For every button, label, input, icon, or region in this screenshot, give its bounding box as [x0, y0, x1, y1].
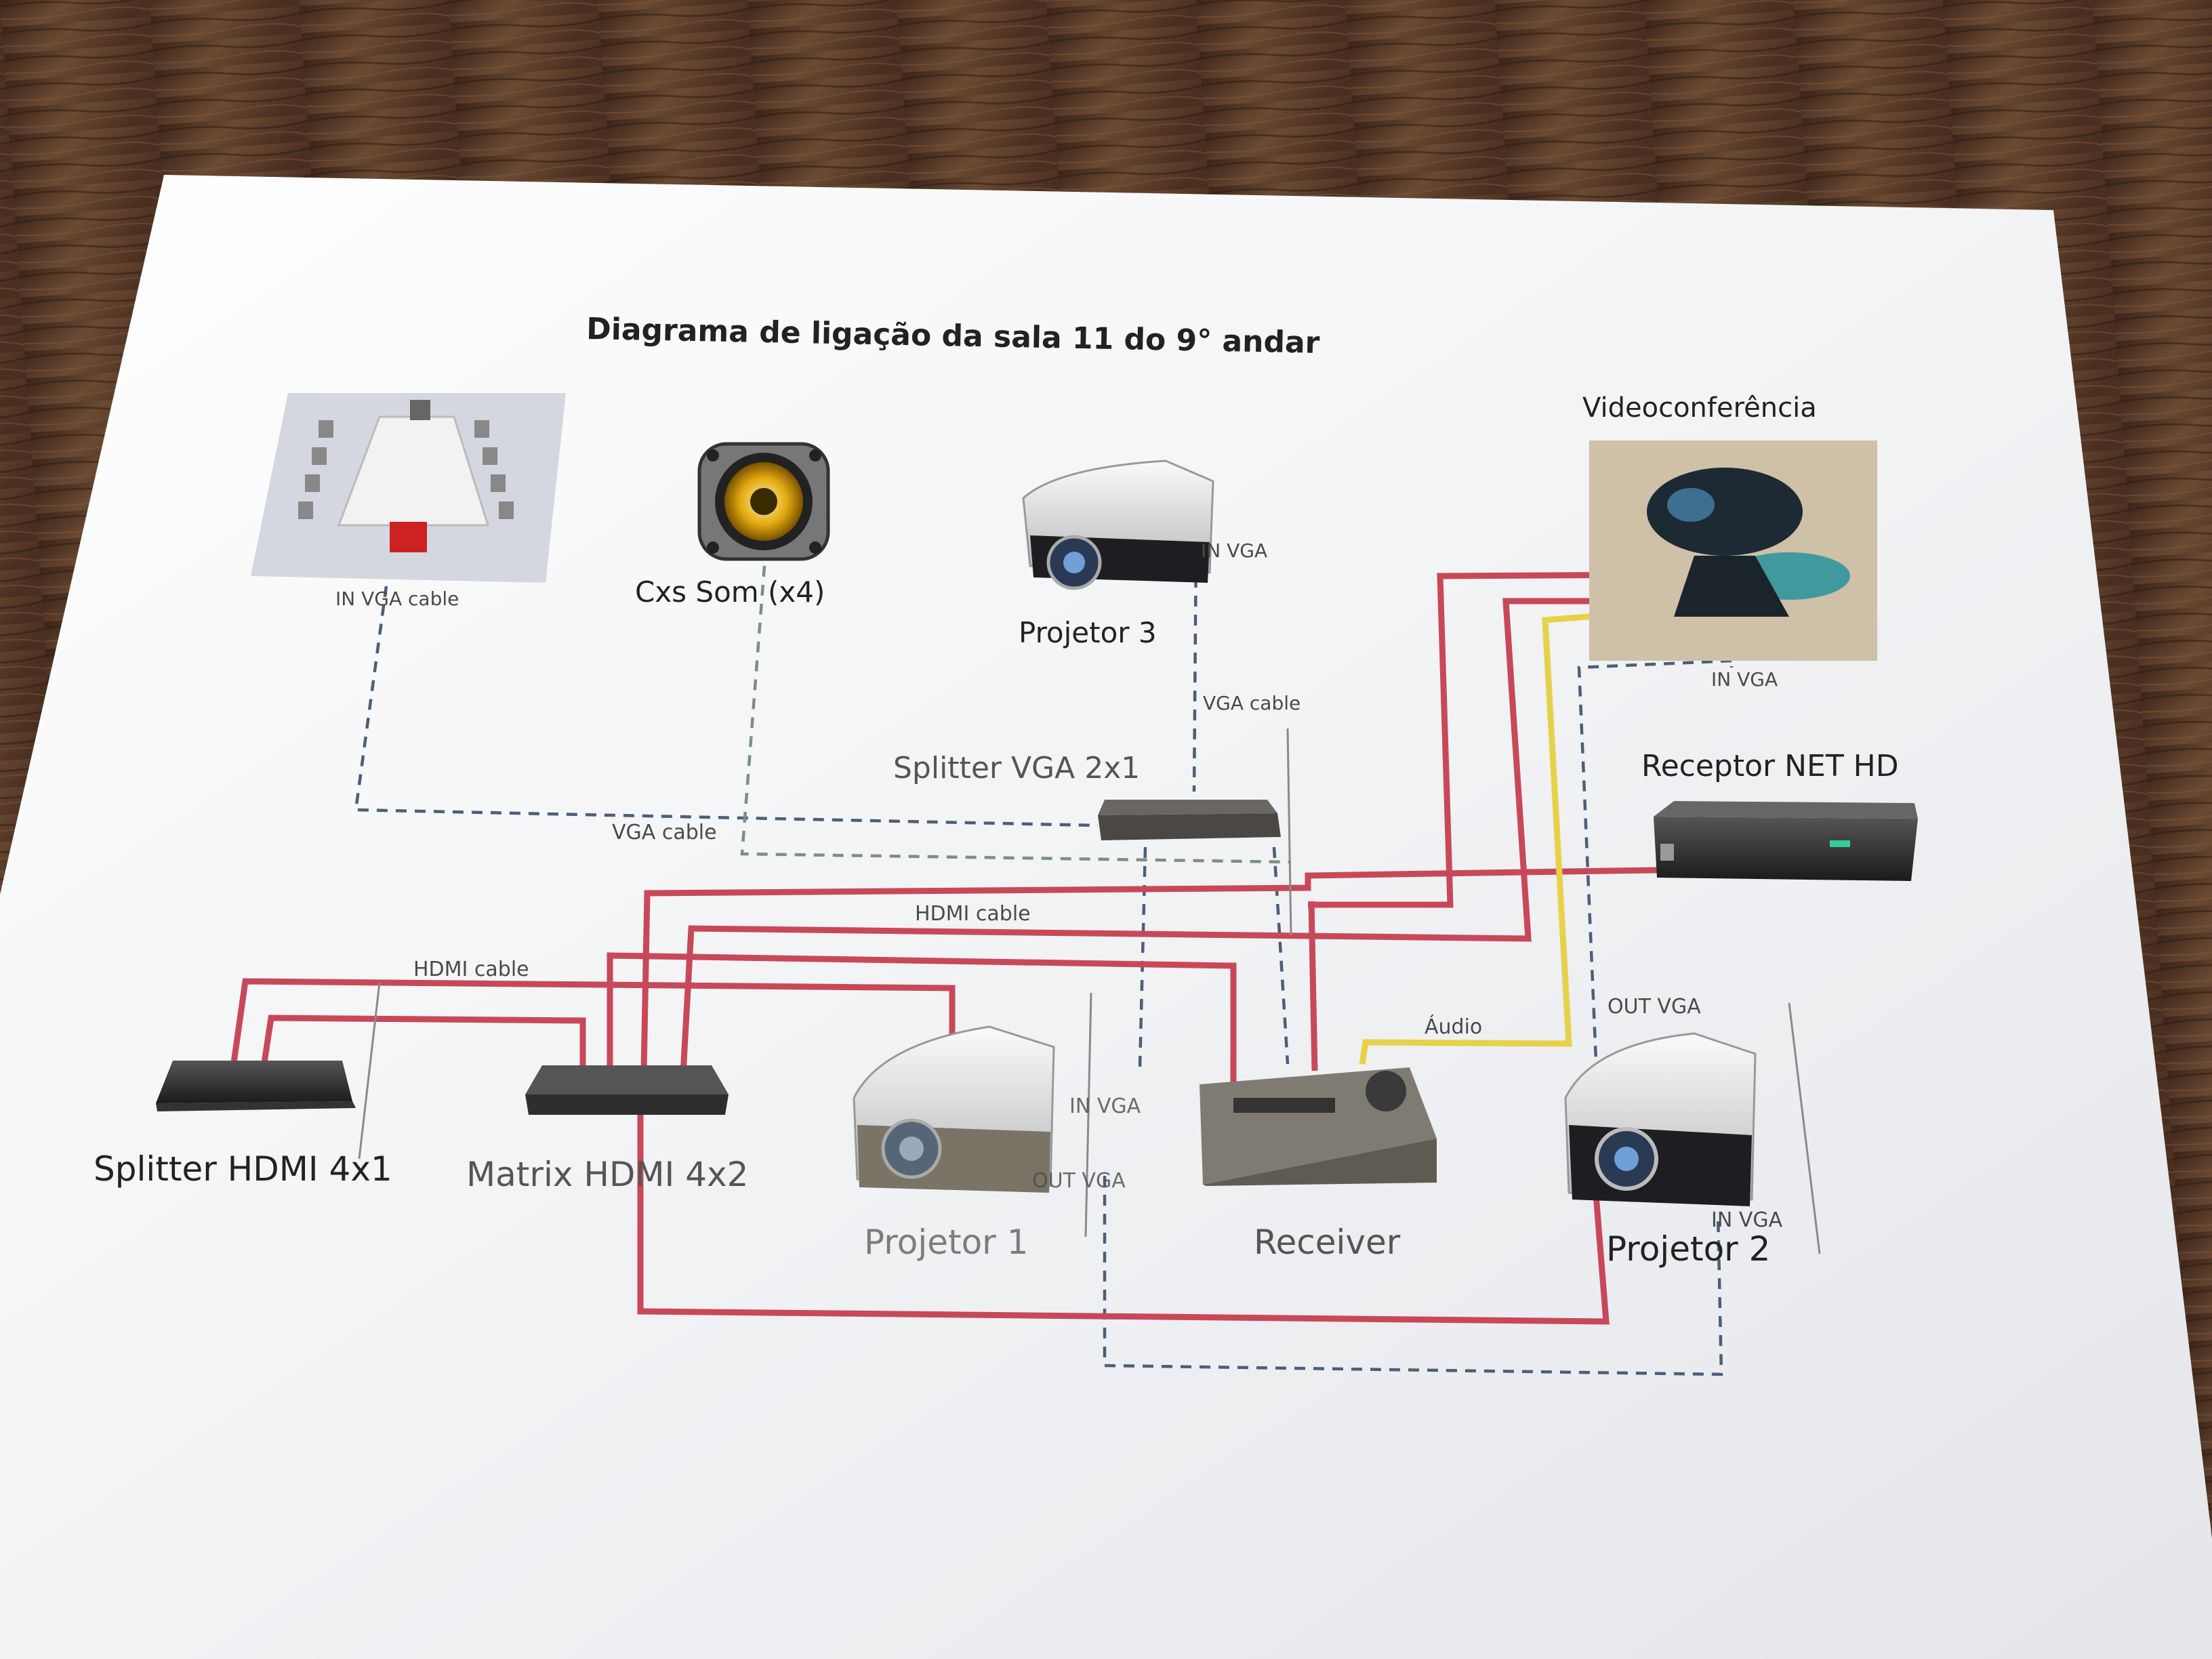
receiver-icon [1200, 1067, 1437, 1186]
projector-3-icon [1022, 459, 1214, 590]
projector-2-icon [1564, 1032, 1757, 1206]
receptor-net-hd-icon [1654, 801, 1918, 881]
audio-cable [1359, 609, 1647, 1065]
receptor-net-hd-label: Receptor NET HD [1641, 749, 1899, 783]
matrix-hdmi-label: Matrix HDMI 4x2 [466, 1155, 748, 1194]
videoconference-label: Videoconferência [1582, 392, 1817, 424]
projector-2-label: Projetor 2 [1606, 1229, 1770, 1269]
projector-3-label: Projetor 3 [1019, 616, 1157, 649]
receiver-label: Receiver [1254, 1223, 1401, 1262]
projector-1-label: Projetor 1 [864, 1223, 1028, 1262]
vga-cable-right-label: VGA cable [1203, 692, 1300, 714]
splitter-vga-icon [1098, 800, 1281, 840]
splitter-vga-label: Splitter VGA 2x1 [893, 751, 1140, 785]
guide-lines [358, 728, 1821, 1254]
meeting-room-icon [251, 393, 566, 583]
videoconference-camera-icon [1589, 441, 1877, 661]
vga-cable-left-label: VGA cable [612, 821, 717, 844]
in-vga-projector-3-label: IN VGA [1201, 539, 1267, 562]
matrix-hdmi-icon [525, 1065, 729, 1115]
speaker-icon [697, 442, 830, 561]
hdmi-cable-left-label: HDMI cable [413, 958, 529, 981]
splitter-hdmi-label: Splitter HDMI 4x1 [94, 1149, 392, 1189]
out-vga-projector-1-label: OUT VGA [1032, 1169, 1126, 1193]
hdmi-cables [230, 571, 1698, 1325]
hdmi-cable-mid-label: HDMI cable [915, 902, 1031, 926]
out-vga-projector-2-label: OUT VGA [1607, 995, 1701, 1019]
projector-1-icon [853, 1025, 1055, 1193]
splitter-hdmi-icon [156, 1061, 356, 1111]
audio-label: Áudio [1425, 1015, 1482, 1039]
in-vga-projector-2-label: IN VGA [1711, 1208, 1783, 1232]
speakers-label: Cxs Som (x4) [635, 575, 825, 609]
in-vga-projector-1-label: IN VGA [1069, 1094, 1141, 1118]
in-vga-cable-label: IN VGA cable [335, 588, 459, 610]
in-vga-videoconference-label: IN VGA [1711, 668, 1778, 691]
